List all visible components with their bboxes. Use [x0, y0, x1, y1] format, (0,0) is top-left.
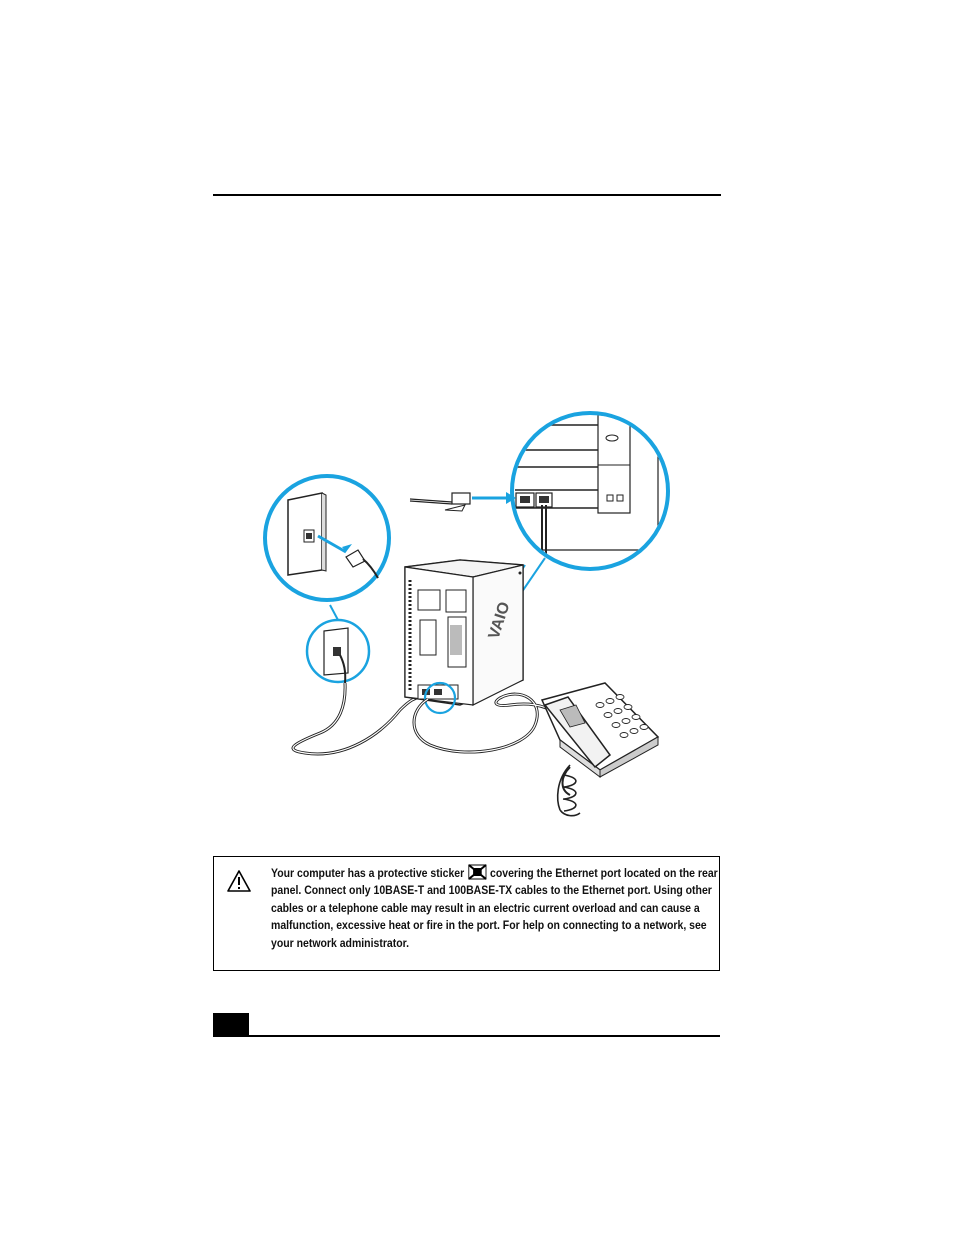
modem-plug	[409, 492, 516, 512]
page-number-tab	[213, 1013, 249, 1037]
ethernet-sticker-icon	[468, 864, 487, 880]
modem-connection-illustration: VAIO	[263, 411, 670, 817]
rear-panel-zoom	[510, 411, 670, 571]
wall-jack	[305, 618, 371, 684]
telephone	[540, 682, 660, 817]
footer-rule	[213, 1035, 720, 1037]
warning-text-part2: covering the Ethernet port located on th…	[271, 866, 718, 950]
warning-box: Your computer has a protective sticker c…	[213, 856, 720, 971]
caution-triangle-icon	[227, 870, 251, 892]
header-rule	[213, 194, 721, 196]
warning-text-part1: Your computer has a protective sticker	[271, 866, 465, 880]
wall-jack-zoom	[263, 474, 391, 602]
computer-tower: VAIO	[404, 559, 524, 715]
callout-line	[329, 604, 339, 621]
warning-text: Your computer has a protective sticker c…	[271, 864, 718, 952]
